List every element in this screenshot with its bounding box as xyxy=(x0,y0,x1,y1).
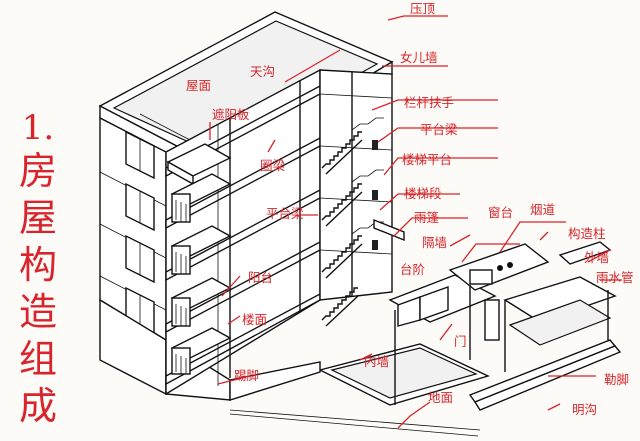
label-wumian: 屋面 xyxy=(186,78,211,93)
label-minggou: 明沟 xyxy=(572,402,597,417)
leader-lines xyxy=(209,15,622,429)
label-lejiao: 勒脚 xyxy=(604,372,629,387)
label-geqiang: 隔墙 xyxy=(422,235,447,250)
label-langan: 栏杆扶手 xyxy=(404,95,454,110)
label-yushuiguan: 雨水管 xyxy=(596,270,634,285)
slide-title: 1. 房 屋 构 造 组 成 xyxy=(12,108,64,430)
label-yangtai: 阳台 xyxy=(248,270,273,285)
stair-details xyxy=(372,140,405,250)
label-neiqiang: 内墙 xyxy=(364,354,389,369)
label-loutiduan: 楼梯段 xyxy=(404,186,442,201)
title-char-2: 屋 xyxy=(18,196,57,240)
label-yupeng: 雨篷 xyxy=(414,210,440,225)
title-char-5: 组 xyxy=(18,337,57,381)
label-men: 门 xyxy=(454,334,467,349)
label-pingtailiang-lower: 平台梁 xyxy=(266,206,304,221)
balconies xyxy=(166,143,232,375)
label-loumian: 楼面 xyxy=(242,312,267,327)
stair-core xyxy=(319,69,393,301)
label-yandao: 烟道 xyxy=(530,202,556,217)
label-gouzaozhu: 构造柱 xyxy=(568,226,606,241)
label-dimian: 地面 xyxy=(428,390,453,405)
label-taijie: 台阶 xyxy=(400,262,426,277)
component-labels: 压顶 女儿墙 天沟 屋面 遮阳板 栏杆扶手 平台梁 圈梁 楼梯平台 楼梯段 平台… xyxy=(186,1,634,417)
label-loutipingtai: 楼梯平台 xyxy=(402,152,452,167)
label-zheyangban: 遮阳板 xyxy=(212,107,250,122)
label-nverqiang: 女儿墙 xyxy=(400,50,438,65)
title-number: 1. xyxy=(21,108,55,148)
label-tiangou: 天沟 xyxy=(250,64,275,79)
title-char-1: 房 xyxy=(18,149,57,193)
label-tijiao: 踢脚 xyxy=(234,368,259,383)
label-pingtailiang-upper: 平台梁 xyxy=(420,122,458,137)
label-waiqiang: 外墙 xyxy=(584,250,609,265)
stair-flights xyxy=(321,117,384,327)
building-drawing xyxy=(98,11,622,437)
label-yading: 压顶 xyxy=(410,1,436,16)
title-char-3: 构 xyxy=(18,243,57,287)
label-chuangtai: 窗台 xyxy=(488,205,513,220)
title-char-6: 成 xyxy=(18,384,57,428)
plinth-and-drain xyxy=(229,339,622,437)
label-quanliang: 圈梁 xyxy=(260,158,286,173)
title-char-4: 造 xyxy=(18,290,57,334)
